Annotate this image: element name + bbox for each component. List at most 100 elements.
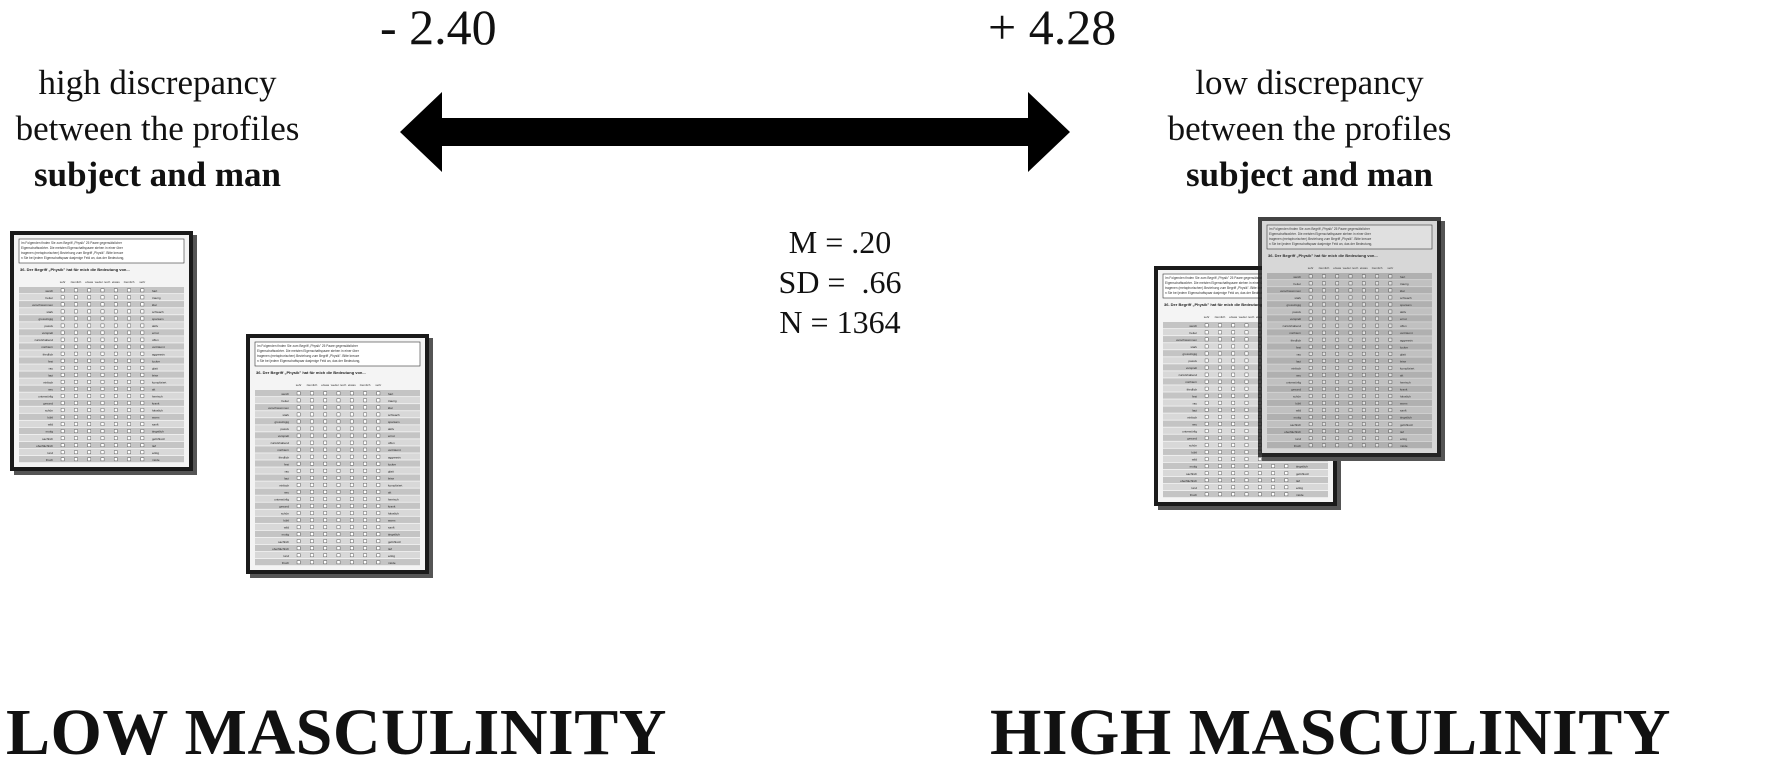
svg-text:gefühlvoll: gefühlvoll — [152, 437, 165, 441]
svg-text:sehr: sehr — [1204, 315, 1210, 319]
svg-text:Eigenschaftswörter. Die meiste: Eigenschaftswörter. Die meisten Eigensch… — [21, 246, 124, 250]
svg-text:Im Folgenden finden Sie zum Be: Im Folgenden finden Sie zum Begriff „Phy… — [1269, 227, 1371, 231]
svg-text:traurig: traurig — [1400, 282, 1409, 286]
svg-text:weder noch: weder noch — [1343, 266, 1359, 270]
svg-text:ängstlich: ängstlich — [152, 430, 164, 434]
left-desc-line-1: high discrepancy — [38, 63, 277, 102]
svg-text:ernst: ernst — [388, 434, 395, 438]
svg-text:kühl: kühl — [47, 416, 53, 420]
svg-text:müde: müde — [152, 458, 160, 462]
svg-text:aktiv: aktiv — [388, 427, 395, 431]
svg-text:sanft: sanft — [1400, 409, 1407, 413]
svg-text:passiv: passiv — [44, 324, 53, 328]
svg-text:verschwommen: verschwommen — [32, 303, 53, 307]
svg-text:gesund: gesund — [43, 402, 53, 406]
svg-text:friedlich: friedlich — [1187, 387, 1198, 391]
svg-text:tief: tief — [1296, 479, 1300, 483]
svg-text:herrisch: herrisch — [388, 498, 399, 502]
svg-text:leise: leise — [1400, 359, 1407, 363]
svg-text:sachlich: sachlich — [278, 540, 289, 544]
svg-text:friedlich: friedlich — [1291, 338, 1302, 342]
svg-text:verschwommen: verschwommen — [1280, 289, 1301, 293]
svg-text:locker: locker — [1400, 345, 1408, 349]
svg-text:verspielt: verspielt — [278, 434, 289, 438]
svg-text:sehr: sehr — [60, 280, 66, 284]
svg-text:tragenen (metaphorischen) Bezi: tragenen (metaphorischen) Beziehung zum … — [257, 354, 359, 358]
svg-text:schön: schön — [1189, 444, 1197, 448]
svg-text:frisch: frisch — [1294, 444, 1301, 448]
svg-text:sparsam: sparsam — [1400, 303, 1412, 307]
svg-text:unterwürfig: unterwürfig — [1286, 381, 1301, 385]
svg-text:nüchtern: nüchtern — [1185, 380, 1197, 384]
svg-text:traurig: traurig — [152, 296, 161, 300]
svg-text:eckig: eckig — [1296, 486, 1303, 490]
svg-text:gefühlvoll: gefühlvoll — [1400, 423, 1413, 427]
svg-text:sachlich: sachlich — [42, 437, 53, 441]
svg-text:etwas: etwas — [348, 383, 356, 387]
svg-text:tragenen (metaphorischen) Bezi: tragenen (metaphorischen) Beziehung zum … — [1165, 286, 1267, 290]
svg-text:ängstlich: ängstlich — [1400, 416, 1412, 420]
svg-text:unterwürfig: unterwürfig — [274, 498, 289, 502]
svg-text:tief: tief — [1400, 430, 1404, 434]
svg-text:krank: krank — [152, 402, 160, 406]
svg-text:glatt: glatt — [388, 469, 394, 473]
svg-text:tragenen (metaphorischen) Bezi: tragenen (metaphorischen) Beziehung zum … — [21, 251, 123, 255]
svg-text:klar: klar — [152, 303, 157, 307]
svg-text:aggressiv: aggressiv — [388, 455, 401, 459]
svg-text:sanft: sanft — [152, 423, 159, 427]
svg-text:zurückhaltend: zurückhaltend — [1178, 373, 1197, 377]
svg-text:kühl: kühl — [1295, 402, 1301, 406]
svg-text:passiv: passiv — [1292, 310, 1301, 314]
svg-text:kompliziert: kompliziert — [1400, 366, 1415, 370]
svg-text:unterwürfig: unterwürfig — [38, 395, 53, 399]
svg-text:einfach: einfach — [43, 380, 53, 384]
svg-text:offen: offen — [152, 338, 159, 342]
scale-max-value: + 4.28 — [988, 0, 1117, 55]
svg-text:leise: leise — [152, 373, 159, 377]
svg-text:alt: alt — [152, 387, 155, 391]
svg-text:rau: rau — [49, 366, 54, 370]
svg-text:Im Folgenden finden Sie zum Be: Im Folgenden finden Sie zum Begriff „Phy… — [1165, 276, 1267, 280]
svg-text:mutig: mutig — [282, 533, 290, 537]
svg-text:klar: klar — [1400, 289, 1405, 293]
svg-text:fest: fest — [1296, 345, 1301, 349]
svg-text:offen: offen — [1400, 324, 1407, 328]
svg-text:kompliziert: kompliziert — [388, 483, 403, 487]
stat-n: N = 1364 — [779, 304, 901, 340]
right-desc-line-1: low discrepancy — [1195, 63, 1424, 102]
svg-text:rund: rund — [283, 554, 289, 558]
svg-text:sachlich: sachlich — [1290, 423, 1301, 427]
svg-text:grosszügig: grosszügig — [274, 420, 289, 424]
svg-text:verträumt: verträumt — [152, 345, 165, 349]
svg-text:eckig: eckig — [1400, 437, 1407, 441]
svg-text:kühl: kühl — [1191, 451, 1197, 455]
svg-text:mutig: mutig — [1190, 465, 1198, 469]
svg-text:passiv: passiv — [1188, 359, 1197, 363]
svg-text:heiter: heiter — [1293, 282, 1301, 286]
svg-text:hässlich: hässlich — [388, 512, 399, 516]
svg-text:rau: rau — [1297, 352, 1302, 356]
svg-text:wild: wild — [284, 526, 289, 530]
svg-text:laut: laut — [1192, 408, 1197, 412]
svg-text:oberflächlich: oberflächlich — [272, 547, 289, 551]
svg-text:rund: rund — [1295, 437, 1301, 441]
svg-text:verträumt: verträumt — [1400, 331, 1413, 335]
svg-text:hart: hart — [152, 289, 157, 293]
svg-text:zurückhaltend: zurückhaltend — [34, 338, 53, 342]
svg-text:gesund: gesund — [1291, 388, 1301, 392]
svg-text:friedlich: friedlich — [279, 455, 290, 459]
svg-text:warm: warm — [152, 416, 160, 420]
svg-text:locker: locker — [388, 462, 396, 466]
scale-min-value: - 2.40 — [380, 0, 497, 55]
svg-text:kompliziert: kompliziert — [152, 380, 167, 384]
svg-text:hart: hart — [388, 392, 393, 396]
svg-text:mutig: mutig — [46, 430, 54, 434]
svg-text:n Sie bei jedem Eigenschaftspa: n Sie bei jedem Eigenschaftspaar dasjeni… — [257, 359, 360, 363]
svg-text:frisch: frisch — [282, 561, 289, 565]
svg-text:schön: schön — [45, 409, 53, 413]
svg-text:krank: krank — [388, 505, 396, 509]
svg-text:ziemlich: ziemlich — [1215, 315, 1226, 319]
svg-text:grosszügig: grosszügig — [38, 317, 53, 321]
svg-text:warm: warm — [388, 519, 396, 523]
svg-text:laut: laut — [284, 476, 289, 480]
